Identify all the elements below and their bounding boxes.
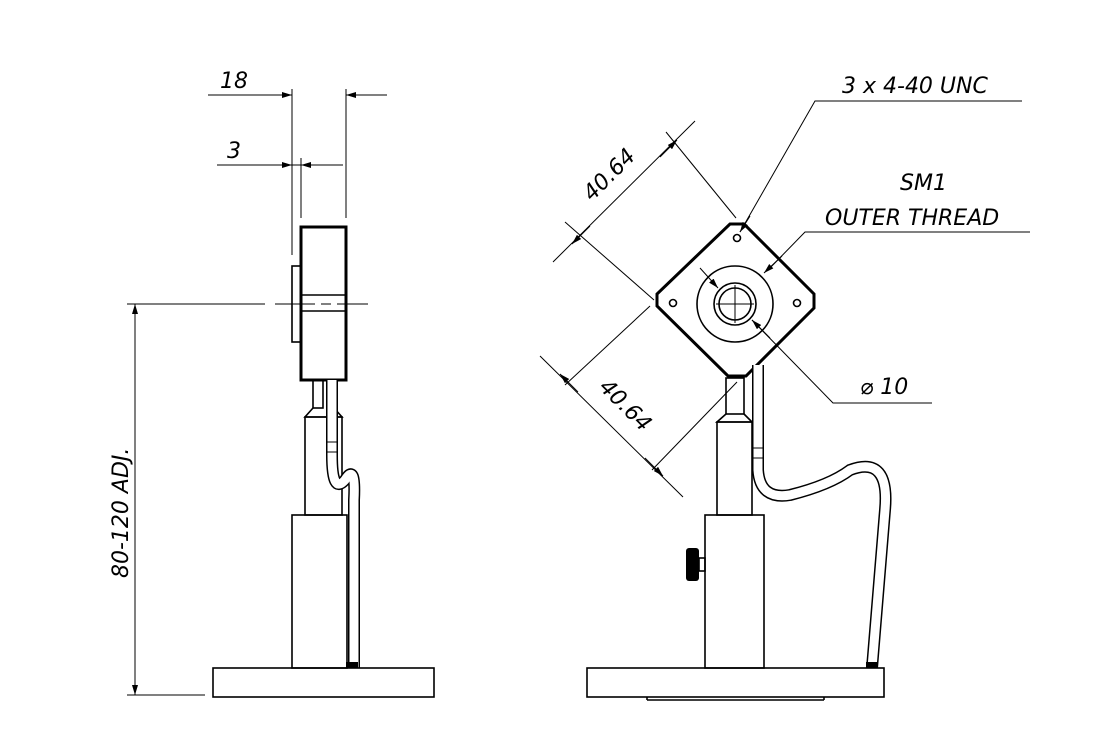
base — [586, 667, 885, 698]
note-thread-line2: OUTER THREAD — [825, 206, 999, 231]
note-holes-label: 3 x 4-40 UNC — [842, 74, 988, 99]
post-holder — [291, 514, 348, 669]
mounting-plate — [655, 222, 816, 378]
note-thread: SM1 OUTER THREAD — [699, 171, 1030, 289]
side-view: 18 3 — [109, 69, 435, 698]
mounting-hole — [668, 298, 678, 308]
dimension-lower: 40.64 — [539, 305, 738, 498]
note-aperture: ⌀ 10 — [751, 319, 932, 404]
note-holes: 3 x 4-40 UNC — [739, 74, 1022, 233]
thumbscrew-knob — [686, 548, 699, 581]
note-thread-line1: SM1 — [900, 171, 947, 196]
dimension-flange-label: 3 — [227, 139, 241, 164]
post-neck — [312, 379, 324, 409]
post-upper — [716, 421, 753, 516]
dimension-width: 18 — [208, 69, 387, 255]
base — [212, 667, 435, 698]
aperture-outer — [713, 282, 757, 326]
front-view: 40.64 40.64 3 x 4-40 UNC SM1 OUTER THREA… — [539, 74, 1030, 701]
dimension-upper: 40.64 — [552, 120, 737, 301]
cable — [326, 380, 361, 668]
dimension-height-label: 80-120 ADJ. — [109, 448, 134, 578]
dimension-lower-label: 40.64 — [594, 375, 656, 437]
post-holder — [704, 514, 765, 669]
sm1-thread-ring — [696, 265, 774, 343]
note-aperture-label: ⌀ 10 — [860, 375, 908, 400]
mounting-hole — [792, 298, 802, 308]
dimension-flange: 3 — [217, 139, 343, 218]
dimension-width-label: 18 — [220, 69, 248, 94]
dimension-upper-label: 40.64 — [579, 144, 641, 206]
post-neck — [725, 377, 745, 415]
cable — [752, 365, 892, 669]
mounting-hole — [732, 233, 742, 243]
dimension-height: 80-120 ADJ. — [109, 304, 205, 696]
